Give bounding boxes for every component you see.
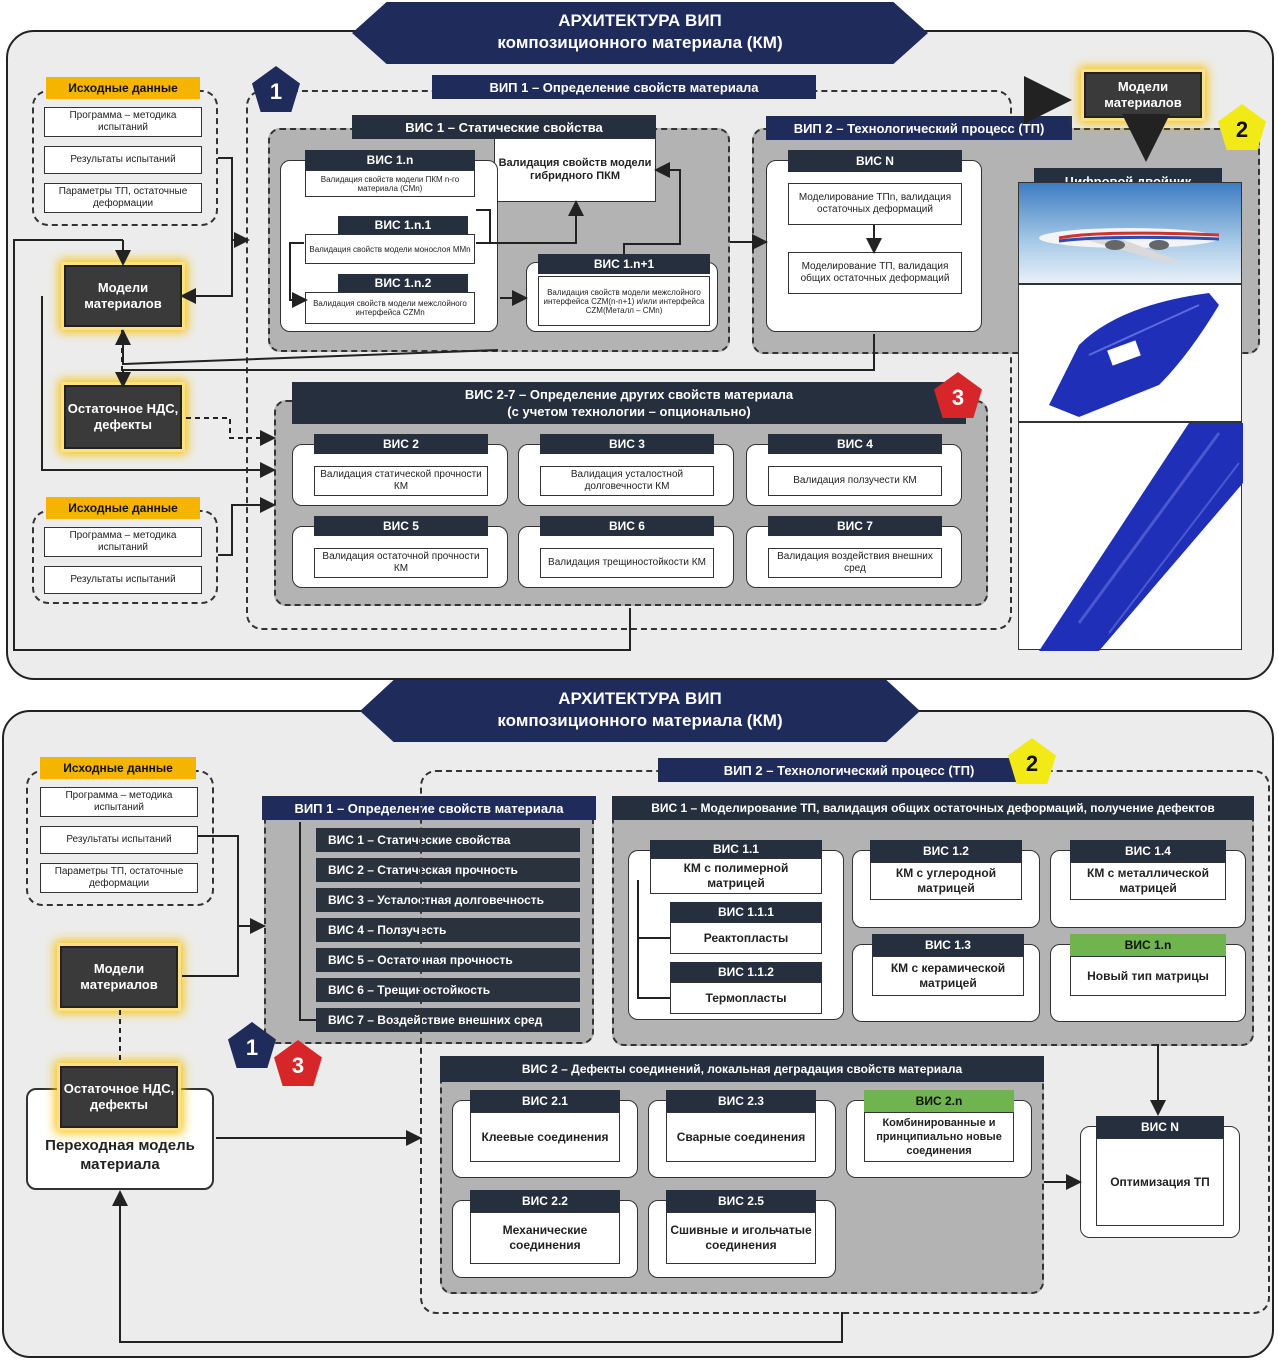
top-vis6-text: Валидация трещиностойкости КМ (540, 548, 714, 578)
top-vis1n2-header: ВИС 1.n.2 (338, 274, 468, 292)
top-vis4-header: ВИС 4 (768, 434, 942, 454)
top-input2-item: Программа – методика испытаний (44, 527, 202, 557)
top-visN-a: Моделирование ТПn, валидация остаточных … (788, 183, 962, 225)
top-vis27-line1: ВИС 2-7 – Определение других свойств мат… (464, 387, 794, 402)
bottom-vip1-item: ВИС 6 – Трещиностойкость (316, 978, 580, 1002)
bottom-vis1-header: ВИС 1 – Моделирование ТП, валидация общи… (612, 796, 1254, 820)
top-vis27-header: ВИС 2-7 – Определение других свойств мат… (292, 382, 966, 424)
fuselage-icon (1049, 293, 1219, 417)
bottom-vis2-header: ВИС 2 – Дефекты соединений, локальная де… (440, 1056, 1044, 1082)
bottom-vis1n-text: Новый тип матрицы (1070, 956, 1226, 996)
top-input-item: Программа – методика испытаний (44, 107, 202, 137)
top-title-line2: композиционного материала (КМ) (497, 33, 783, 52)
bottom-vis21-header: ВИС 2.1 (470, 1090, 620, 1112)
top-input-item: Параметры ТП, остаточные деформации (44, 183, 202, 213)
top-visN-b: Моделирование ТП, валидация общих остато… (788, 252, 962, 294)
bottom-vis2n-header: ВИС 2.n (864, 1090, 1014, 1112)
bottom-input-item: Результаты испытаний (40, 826, 198, 854)
bottom-vis23-text: Сварные соединения (666, 1112, 816, 1162)
bottom-vip1-item: ВИС 7 – Воздействие внешних сред (316, 1008, 580, 1032)
bottom-input-item: Параметры ТП, остаточные деформации (40, 863, 198, 893)
top-input2-header: Исходные данные (46, 497, 200, 519)
top-vis1np1-header: ВИС 1.n+1 (538, 254, 710, 274)
bottom-vis22-text: Механические соединения (470, 1212, 620, 1264)
bottom-vis13-header: ВИС 1.3 (872, 934, 1024, 956)
bottom-vis11-text: КМ с полимерной матрицей (650, 858, 822, 894)
bottom-vis11-header: ВИС 1.1 (650, 840, 822, 858)
bottom-models-box[interactable]: Модели материалов (60, 946, 178, 1008)
bottom-vis1n-header: ВИС 1.n (1070, 934, 1226, 956)
bottom-vip1-item: ВИС 2 – Статическая прочность (316, 858, 580, 882)
bottom-title-line2: композиционного материала (КМ) (497, 711, 783, 730)
bottom-vis12-text: КМ с углеродной матрицей (870, 862, 1022, 900)
bottom-vis14-text: КМ с металлической матрицей (1070, 862, 1226, 900)
bottom-vip1-item: ВИС 4 – Ползучесть (316, 918, 580, 942)
bottom-vip1-header: ВИП 1 – Определение свойств материала (262, 796, 596, 820)
bottom-input-header: Исходные данные (40, 757, 196, 779)
top-vis1n-text: Валидация свойств модели ПКМ n-го матери… (305, 170, 475, 197)
bottom-stress-box[interactable]: Остаточное НДС, дефекты (60, 1066, 178, 1128)
top-vis1n2-text: Валидация свойств модели межслойного инт… (305, 292, 475, 324)
bottom-vis2n-text: Комбинированные и принципиально новые со… (864, 1112, 1014, 1162)
top-input-item: Результаты испытаний (44, 146, 202, 174)
bottom-vis13-text: КМ с керамической матрицей (872, 956, 1024, 996)
bottom-vis22-header: ВИС 2.2 (470, 1190, 620, 1212)
bottom-vis23-header: ВИС 2.3 (666, 1090, 816, 1112)
top-vis7-text: Валидация воздействия внешних сред (768, 548, 942, 578)
bottom-vis112-text: Термопласты (670, 982, 822, 1014)
bottom-vis25-text: Сшивные и игольчатые соединения (666, 1212, 816, 1264)
bottom-vis21-text: Клеевые соединения (470, 1112, 620, 1162)
bottom-vis14-header: ВИС 1.4 (1070, 840, 1226, 862)
top-vis2-text: Валидация статической прочности КМ (314, 466, 488, 496)
top-input2-item: Результаты испытаний (44, 566, 202, 594)
bottom-input-item: Программа – методика испытаний (40, 787, 198, 817)
wing-image (1018, 422, 1243, 651)
bottom-title-banner: АРХИТЕКТУРА ВИП композиционного материал… (360, 680, 920, 742)
top-vis7-header: ВИС 7 (768, 516, 942, 536)
top-vis1n-header: ВИС 1.n (305, 150, 475, 170)
top-title-banner: АРХИТЕКТУРА ВИП композиционного материал… (352, 2, 928, 64)
fuselage-image (1018, 284, 1242, 422)
bottom-vis25-header: ВИС 2.5 (666, 1190, 816, 1212)
top-vis5-header: ВИС 5 (314, 516, 488, 536)
top-vis3-header: ВИС 3 (540, 434, 714, 454)
bottom-vis111-header: ВИС 1.1.1 (670, 902, 822, 922)
top-vip2-header: ВИП 2 – Технологический процесс (ТП) (766, 116, 1072, 140)
bottom-vis111-text: Реактопласты (670, 922, 822, 954)
top-title-line1: АРХИТЕКТУРА ВИП (558, 11, 722, 30)
top-vis4-text: Валидация ползучести КМ (768, 466, 942, 496)
aircraft-icon (1039, 228, 1220, 263)
top-vis1-header: ВИС 1 – Статические свойства (352, 115, 656, 139)
top-vis3-text: Валидация усталостной долговечности КМ (540, 466, 714, 496)
top-vip1-header: ВИП 1 – Определение свойств материала (432, 75, 816, 99)
top-models2-box[interactable]: Модели материалов (1084, 72, 1202, 118)
top-vis2-header: ВИС 2 (314, 434, 488, 454)
wing-icon (1039, 423, 1243, 651)
top-vis6-header: ВИС 6 (540, 516, 714, 536)
top-models-box[interactable]: Модели материалов (64, 265, 182, 327)
aircraft-image (1018, 182, 1242, 284)
top-visN-header: ВИС N (788, 150, 962, 172)
bottom-vip1-item: ВИС 1 – Статические свойства (316, 828, 580, 852)
top-vis1n1-header: ВИС 1.n.1 (338, 216, 468, 234)
bottom-vip2-header: ВИП 2 – Технологический процесс (ТП) (658, 758, 1040, 782)
bottom-visN-text: Оптимизация ТП (1096, 1138, 1224, 1226)
top-vis1n1-text: Валидация свойств модели монослоя MMn (305, 234, 475, 264)
bottom-visN-header: ВИС N (1096, 1116, 1224, 1138)
top-stress-box[interactable]: Остаточное НДС, дефекты (64, 385, 182, 449)
top-vis1-validation: Валидация свойств модели гибридного ПКМ (494, 138, 656, 202)
top-vis27-line2: (с учетом технологии – опционально) (507, 404, 751, 419)
bottom-vis112-header: ВИС 1.1.2 (670, 962, 822, 982)
bottom-transition-label: Переходная модель материала (45, 1137, 195, 1173)
top-vis1np1-text: Валидация свойств модели межслойного инт… (538, 276, 710, 326)
bottom-vis12-header: ВИС 1.2 (870, 840, 1022, 862)
bottom-vip1-item: ВИС 3 – Усталостная долговечность (316, 888, 580, 912)
top-vis5-text: Валидация остаточной прочности КМ (314, 548, 488, 578)
bottom-title-line1: АРХИТЕКТУРА ВИП (558, 689, 722, 708)
top-input-header: Исходные данные (46, 77, 200, 99)
